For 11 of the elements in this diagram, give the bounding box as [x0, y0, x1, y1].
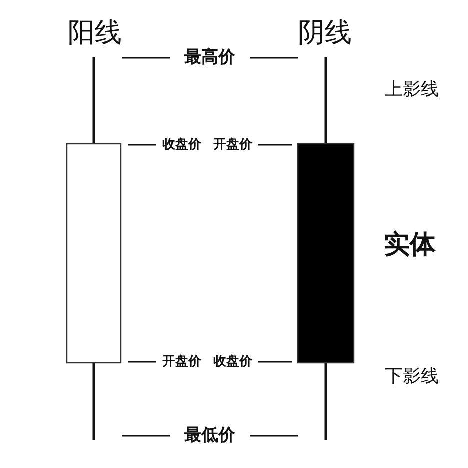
- price-label: 收盘价: [162, 138, 202, 152]
- price-label: 开盘价: [214, 138, 252, 152]
- price-label: 收盘价: [214, 356, 252, 368]
- price-label: 开盘价: [162, 356, 202, 368]
- candle-type-label: 阴线: [298, 20, 352, 46]
- part-label: 上影线: [385, 81, 439, 99]
- price-label: 最低价: [184, 428, 236, 444]
- part-label: 实体: [384, 232, 436, 258]
- price-label: 最高价: [184, 50, 236, 66]
- candle-type-label: 阳线: [68, 20, 122, 46]
- part-label: 下影线: [385, 368, 439, 386]
